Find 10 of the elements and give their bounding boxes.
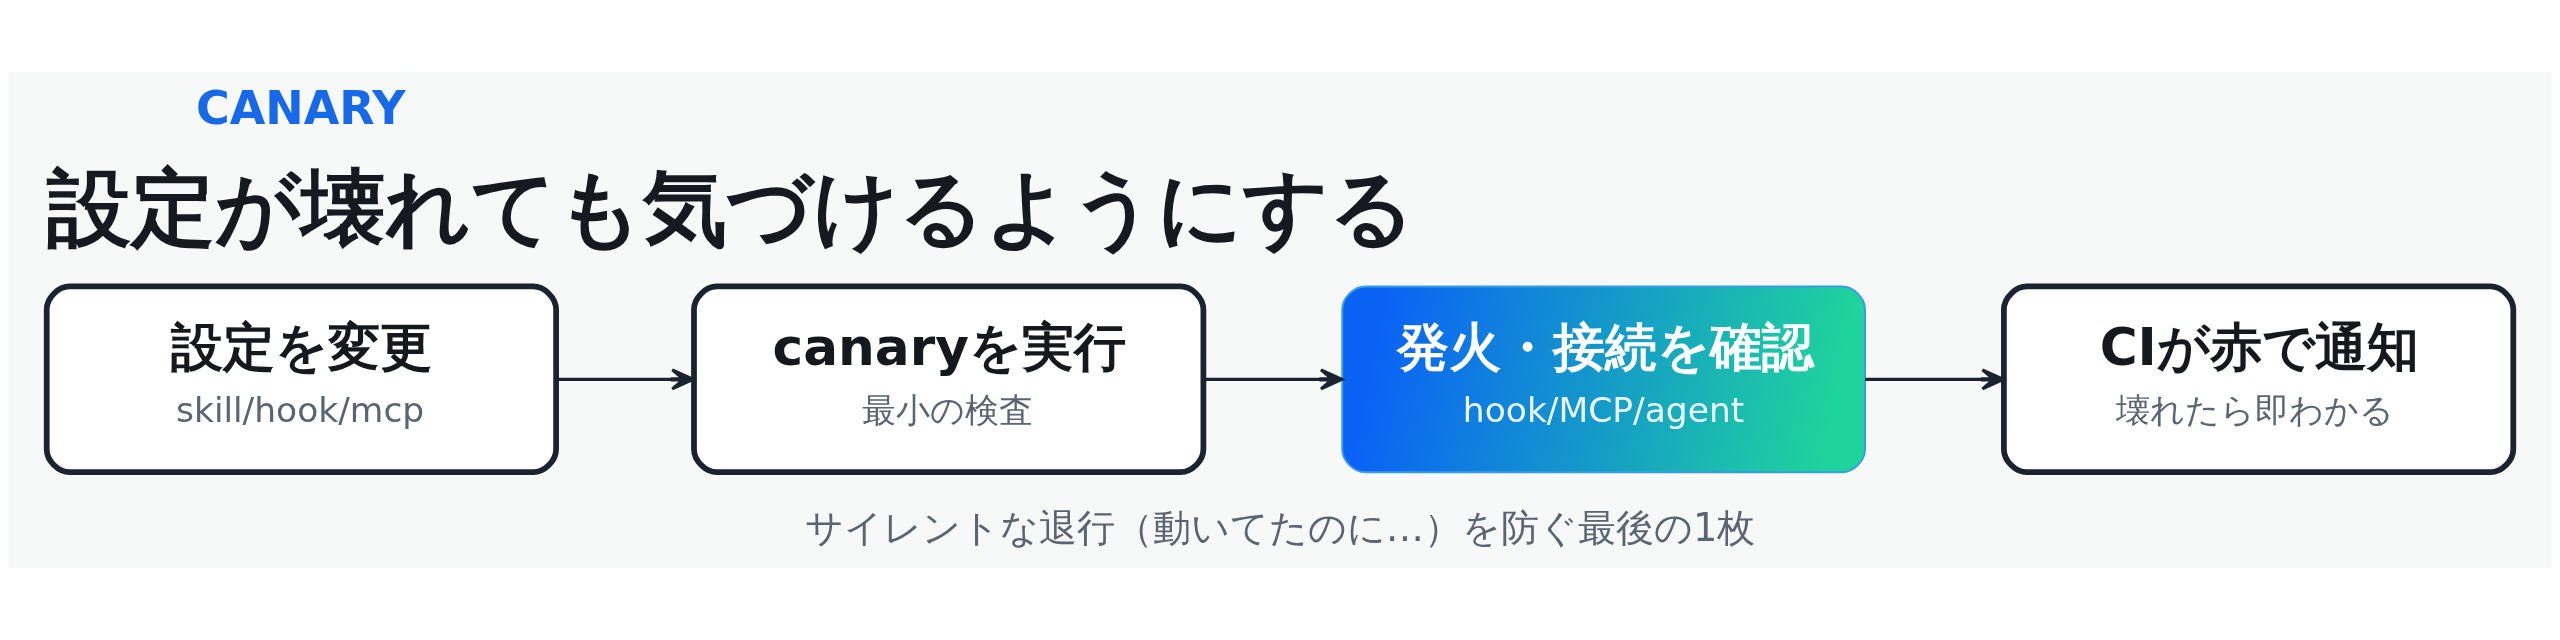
node-box: CIが赤で通知 壊れたら即わかる <box>2001 283 2517 476</box>
arrow <box>1865 368 2006 391</box>
node-box: 設定を変更 skill/hook/mcp <box>43 283 559 476</box>
node-box: canaryを実行 最小の検査 <box>691 283 1207 476</box>
arrow <box>1203 368 1344 391</box>
label: CANARY <box>196 81 406 136</box>
diagram-title: 設定が壊れても気づけるようにする <box>46 159 1415 258</box>
arrow <box>556 368 695 391</box>
node-box: 発火・接続を確認 hook/MCP/agent <box>1341 285 1866 474</box>
caption: サイレントな退行（動いてたのに…）を防ぐ最後の1枚 <box>804 505 1756 551</box>
